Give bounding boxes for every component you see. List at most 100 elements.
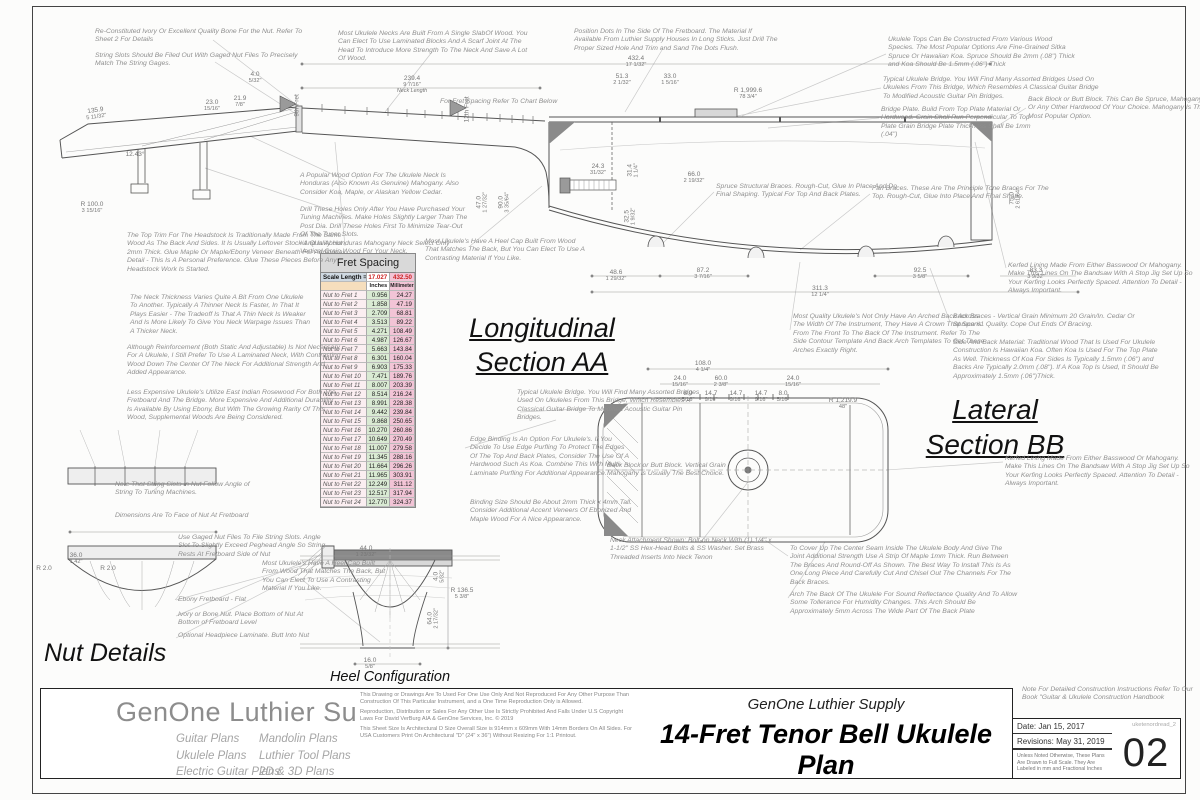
fret-table-cell: 260.86 [390, 426, 415, 435]
annotation-note: Most Ukulele's Have A Heel Cap Built Fro… [425, 238, 585, 262]
fret-table-cell: Nut to Fret 2 [321, 300, 368, 309]
annotation-note: Drill These Holes Only After You Have Pu… [300, 206, 468, 239]
col-header-inches: Inches [367, 282, 391, 291]
fret-table-cell: Nut to Fret 19 [321, 453, 368, 462]
annotation-note: Kerfed Lining Made From Either Basswood … [1008, 262, 1193, 295]
fret-table-cell: 5.663 [367, 345, 391, 354]
annotation-note: Back Block or Butt Block. This Can Be Sp… [1028, 96, 1200, 120]
fret-table-cell: Nut to Fret 3 [321, 309, 368, 318]
fret-marker-triangles [279, 95, 467, 117]
lateral-section-drawing [597, 394, 889, 544]
annotation-note: Side And Back Material: Traditional Wood… [953, 339, 1159, 380]
nut-details-title: Nut Details [44, 639, 167, 667]
fret-table-title: Fret Spacing [321, 254, 415, 273]
fret-table-cell: Nut to Fret 13 [321, 399, 368, 408]
plan-type-item: Luthier Tool Plans [259, 749, 351, 762]
fret-table-cell: 108.49 [390, 327, 415, 336]
fret-table-cell: Nut to Fret 10 [321, 372, 368, 381]
annotation-note: Bridge Plate. Build From Top Plate Mater… [881, 106, 1031, 139]
fret-table-cell: 6.301 [367, 354, 391, 363]
title-block-dates-section: Date: Jan 15, 2017 Revisions: May 31, 20… [1012, 718, 1114, 779]
fret-table-cell: Nut to Fret 5 [321, 327, 368, 336]
plan-type-item: Electric Guitar Plans [176, 766, 281, 779]
fret-table-cell: 4.987 [367, 336, 391, 345]
plan-type-item: Mandolin Plans [259, 733, 338, 745]
plan-type-item: 2D & 3D Plans [259, 766, 335, 779]
annotation-note: A Popular Wood Option For The Ukulele Ne… [300, 172, 459, 196]
annotation-note: Most Ukulele Necks Are Built From A Sing… [338, 30, 528, 63]
legal-fine-print: This Sheet Size Is Architectural D Size … [360, 725, 633, 739]
fret-table-cell: 288.16 [390, 453, 415, 462]
fret-table-cell: 175.33 [390, 363, 415, 372]
file-id: uketenordread_2 [1132, 722, 1176, 728]
fret-table-scale-row: Scale Length = 17.027 432.50 [321, 273, 415, 282]
fret-table-cell: 68.81 [390, 309, 415, 318]
sheet-number: 02 [1122, 731, 1170, 775]
fret-table-cell: 143.84 [390, 345, 415, 354]
plan-type-item: Ukulele Plans [176, 749, 247, 762]
fret-table-cell: 8.514 [367, 390, 391, 399]
fret-table-cell: Nut to Fret 11 [321, 381, 368, 390]
legal-fine-print: This Drawing or Drawings Are To Used For… [360, 692, 630, 705]
fret-table-cell: 10.270 [367, 426, 391, 435]
fret-table-cell: Nut to Fret 8 [321, 354, 368, 363]
title-block-legal-section: This Drawing or Drawings Are To Used For… [355, 688, 641, 779]
annotation-note: Less Expensive Ukulele's Utilize East In… [127, 389, 336, 422]
fret-table-cell: Nut to Fret 15 [321, 417, 368, 426]
fret-table-cell: 10.649 [367, 435, 391, 444]
fret-table-cell: 279.58 [390, 444, 415, 453]
annotation-note: Spruce Structural Braces. Rough-Cut, Glu… [716, 183, 898, 199]
fret-table-cell: 239.84 [390, 408, 415, 417]
fret-table-cell: Nut to Fret 1 [321, 291, 368, 300]
fret-table-cell: 1.858 [367, 300, 391, 309]
leader-lines [151, 39, 1027, 643]
revisions-field: Revisions: May 31, 2019 [1013, 734, 1113, 749]
fret-table-cell: 12.249 [367, 480, 391, 489]
annotation-note: To Cover Up The Center Seam Inside The U… [790, 545, 1011, 586]
fret-table-cell: 8.991 [367, 399, 391, 408]
annotation-note: Re-Constituted Ivory Or Excellent Qualit… [95, 28, 303, 44]
title-block-main-section: GenOne Luthier Supply 14-Fret Tenor Bell… [640, 688, 1013, 780]
annotation-note: Optional Headpiece Laminate. Butt Into N… [178, 632, 310, 639]
fret-table-cell: Nut to Fret 18 [321, 444, 368, 453]
heel-drawing [300, 548, 500, 660]
col-header-mm: Millimeters [390, 282, 415, 291]
plan-type-item: Guitar Plans [176, 733, 240, 745]
fret-table-cell: 296.26 [390, 462, 415, 471]
annotation-note: Kerfed Lining Made From Either Basswood … [1005, 455, 1190, 488]
fret-table-cell: 228.38 [390, 399, 415, 408]
annotation-note: Use Gaged Nut Files To File String Slots… [178, 534, 326, 558]
dimension-label: 12.43° [125, 151, 145, 158]
